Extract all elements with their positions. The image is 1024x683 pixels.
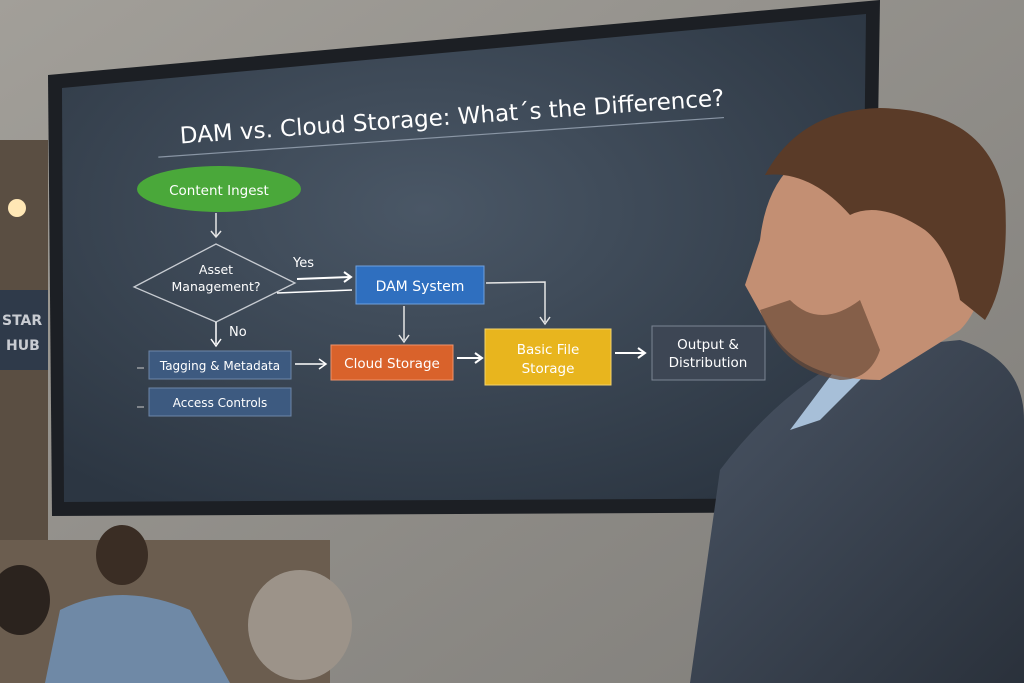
node-basic-file-storage <box>484 328 612 386</box>
svg-text:DAM System: DAM System <box>376 279 465 295</box>
edge-label-yes: Yes <box>292 256 314 271</box>
sign-text: STAR <box>2 313 42 329</box>
presenter <box>690 108 1024 683</box>
svg-text:Asset: Asset <box>199 262 233 277</box>
audience-member <box>45 595 230 683</box>
svg-text:Output &: Output & <box>677 337 739 353</box>
node-decision-asset-management <box>132 243 297 323</box>
svg-text:Access Controls: Access Controls <box>173 396 268 410</box>
svg-text:Tagging & Metadata: Tagging & Metadata <box>159 359 280 373</box>
edge-label-no: No <box>229 325 247 340</box>
node-cloud-storage <box>330 344 454 381</box>
node-content-ingest <box>137 166 301 212</box>
node-output-distribution <box>651 325 766 381</box>
node-dam-system <box>355 265 485 305</box>
svg-text:HUB: HUB <box>6 338 40 354</box>
tv-screen <box>62 14 866 502</box>
svg-text:Management?: Management? <box>172 279 261 294</box>
background-sign <box>0 290 48 370</box>
node-access-controls <box>148 387 292 417</box>
audience-member <box>248 570 352 680</box>
svg-text:Cloud Storage: Cloud Storage <box>344 356 440 372</box>
node-tagging-metadata <box>148 350 292 380</box>
ceiling-light <box>8 199 26 217</box>
svg-text:Basic File: Basic File <box>517 342 580 358</box>
svg-text:Distribution: Distribution <box>669 355 748 371</box>
svg-text:Storage: Storage <box>522 361 575 377</box>
audience-member <box>0 565 50 635</box>
svg-text:Content Ingest: Content Ingest <box>169 183 269 199</box>
title-underline <box>158 116 724 158</box>
